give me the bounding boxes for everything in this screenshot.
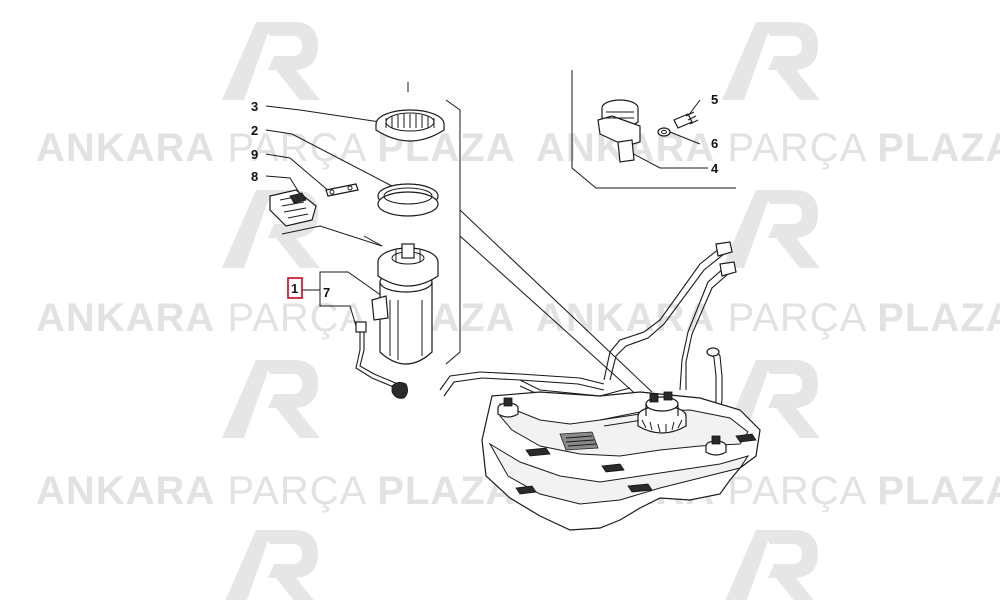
- leader-1: [302, 271, 383, 297]
- watermark-logo: [722, 22, 820, 100]
- watermark-text: ANKARA PARÇA PLAZA: [36, 296, 516, 340]
- watermark-text: ANKARA PARÇA PLAZA: [536, 296, 1000, 340]
- watermark-text: ANKARA PARÇA PLAZA: [536, 126, 1000, 170]
- callout-7: 7: [323, 285, 330, 300]
- watermark-logo: [725, 530, 818, 600]
- callout-1: 1: [291, 281, 298, 296]
- watermark-logo: [222, 22, 320, 100]
- level-sensor-arm: [355, 321, 408, 399]
- callout-2: 2: [251, 123, 258, 138]
- leader-5: [687, 99, 701, 117]
- fuel-tank: [481, 391, 761, 531]
- tank-pad-group: [515, 431, 757, 495]
- frame-lines: [407, 70, 736, 399]
- watermark-logo: [225, 530, 318, 600]
- tank-module-flange: [637, 391, 687, 434]
- callout-leaders: [265, 99, 708, 327]
- leader-line: [459, 235, 641, 399]
- connector: [269, 189, 317, 227]
- watermark-logos: [222, 22, 820, 600]
- leader-9: [265, 153, 331, 193]
- callout-6: 6: [711, 136, 718, 151]
- tank-pad: [735, 433, 757, 443]
- leader-3: [265, 105, 381, 123]
- leader-2: [265, 129, 393, 187]
- leader-6: [669, 131, 701, 145]
- callout-9: 9: [251, 147, 258, 162]
- tank-fitting: [705, 435, 727, 456]
- frame-line: [571, 70, 736, 189]
- callout-1-highlight: [287, 277, 303, 299]
- callout-4: 4: [711, 161, 719, 176]
- watermark-logo: [222, 360, 320, 438]
- watermark-text: ANKARA PARÇA PLAZA: [36, 126, 516, 170]
- watermark-logo: [722, 190, 820, 268]
- tank-pad: [627, 483, 653, 493]
- leader-8: [265, 175, 301, 195]
- seal-ring: [377, 183, 439, 217]
- leader-7: [319, 290, 357, 327]
- leader-4: [629, 151, 708, 169]
- sensor-unit: [597, 99, 641, 163]
- callout-5: 5: [711, 92, 718, 107]
- watermark-text: ANKARA PARÇA PLAZA: [36, 469, 516, 513]
- washer: [657, 127, 671, 137]
- clip: [325, 183, 359, 197]
- screw: [673, 111, 699, 129]
- leader-line: [459, 209, 653, 393]
- leader-group-to-module: [281, 225, 383, 247]
- callout-8: 8: [251, 169, 258, 184]
- callout-3: 3: [251, 99, 258, 114]
- leader-group-to-module: [363, 235, 383, 247]
- retaining-ring: [375, 109, 445, 142]
- fuel-pump-module: [371, 243, 439, 365]
- tank-pad: [515, 485, 537, 495]
- callouts: 3 2 9 8 1 7 5 6 4: [251, 92, 719, 300]
- frame-line: [445, 99, 461, 365]
- tank-pad: [601, 463, 625, 473]
- tank-pad: [525, 447, 551, 457]
- tank-fitting: [497, 397, 519, 418]
